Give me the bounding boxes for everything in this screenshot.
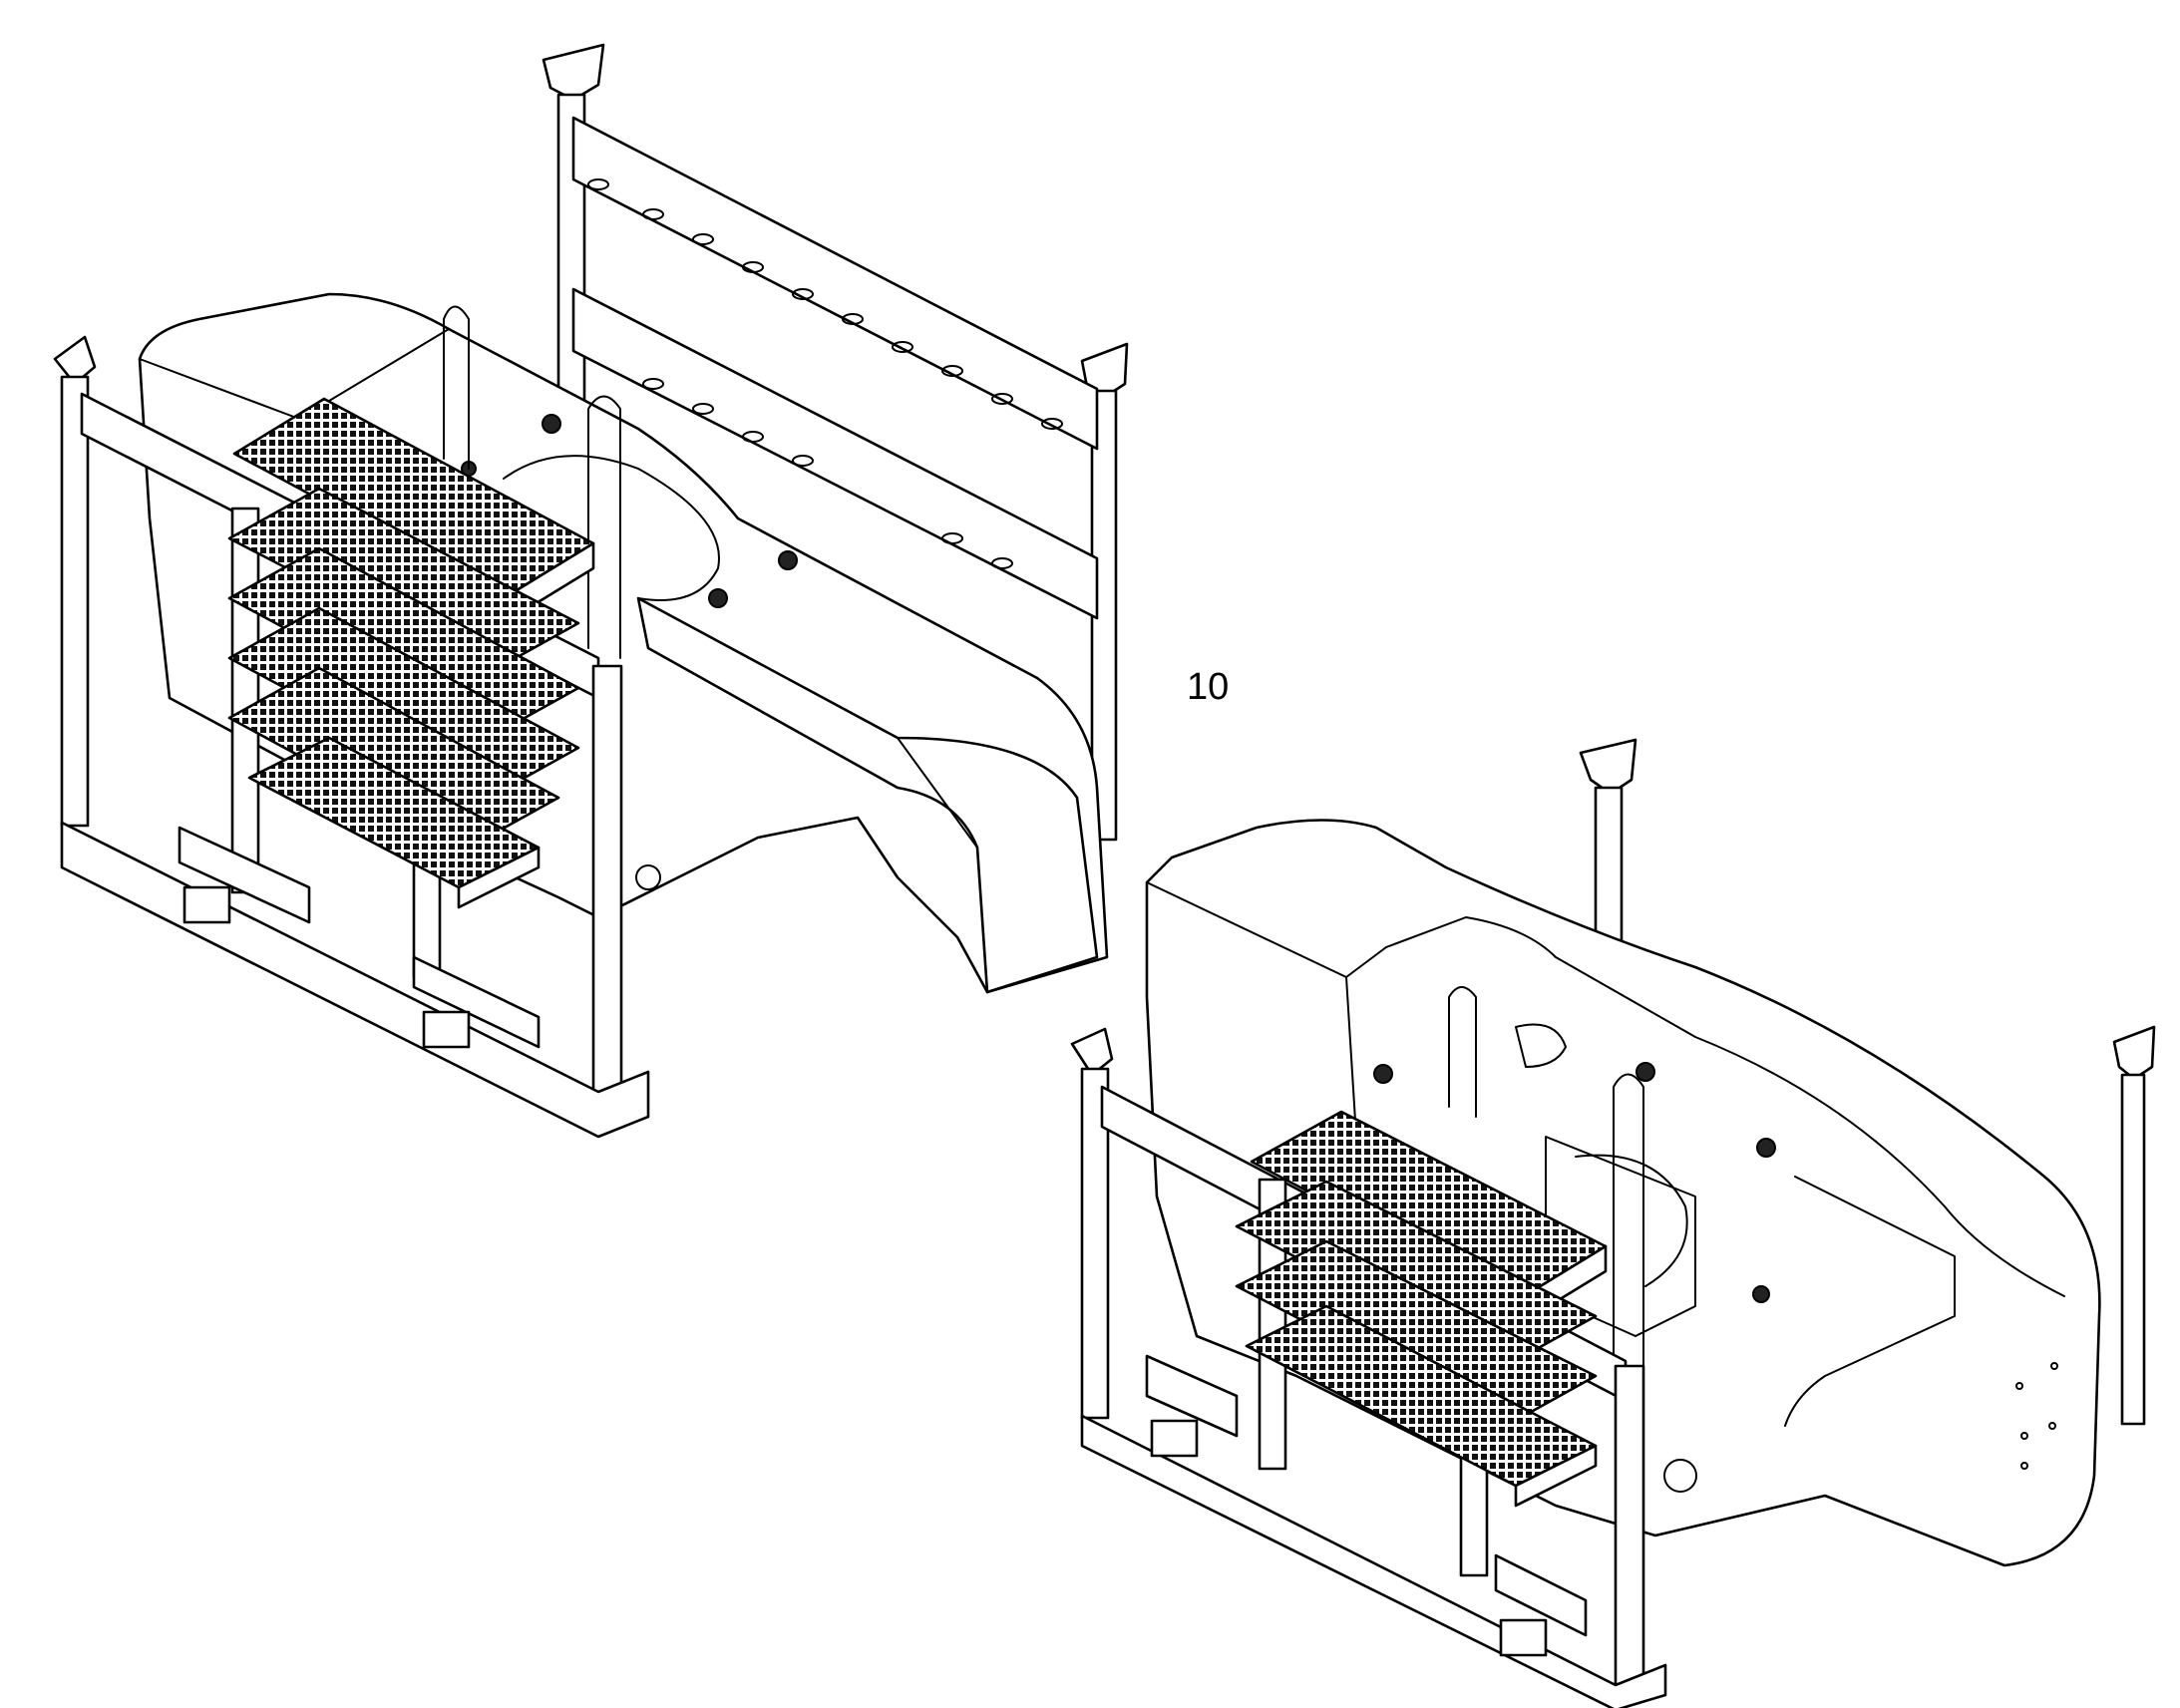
left-back-rack: [542, 43, 1129, 842]
left-handrails: [443, 305, 621, 659]
right-counterweight-assembly: [1070, 738, 2156, 1708]
left-rack-slots: [587, 178, 1063, 569]
right-step-stack: [1235, 1110, 1608, 1508]
callout-label: 10: [1187, 666, 1230, 708]
right-bolts: [1373, 1062, 2058, 1493]
left-counterweight-assembly: [53, 43, 1129, 1139]
left-step-stack: [227, 397, 595, 909]
right-handrails: [1448, 986, 1644, 1367]
left-counterweight-nose: [636, 596, 1099, 994]
